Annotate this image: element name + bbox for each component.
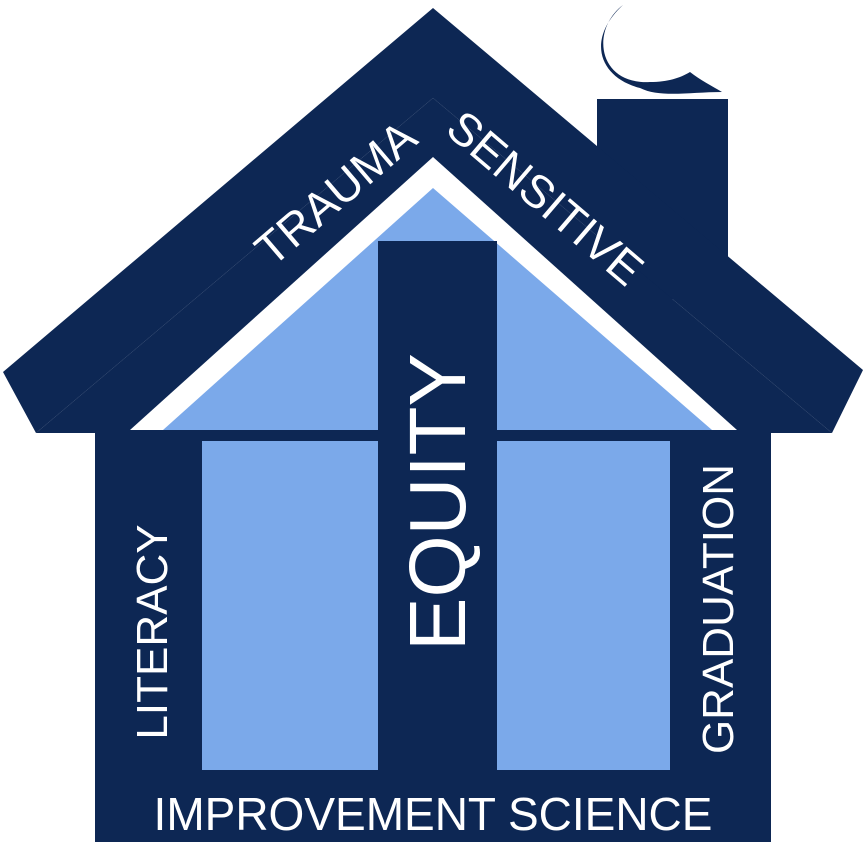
equity-pillar: [378, 241, 497, 770]
crescent-smoke-icon: [601, 5, 722, 94]
roof: [3, 8, 863, 433]
right-panel: [497, 441, 670, 770]
improvement-science-label: IMPROVEMENT SCIENCE: [154, 788, 713, 840]
left-panel: [202, 441, 378, 770]
literacy-label: LITERACY: [128, 524, 177, 739]
graduation-label: GRADUATION: [694, 464, 743, 754]
attic-beam: [163, 430, 712, 441]
equity-label: EQUITY: [393, 353, 482, 651]
